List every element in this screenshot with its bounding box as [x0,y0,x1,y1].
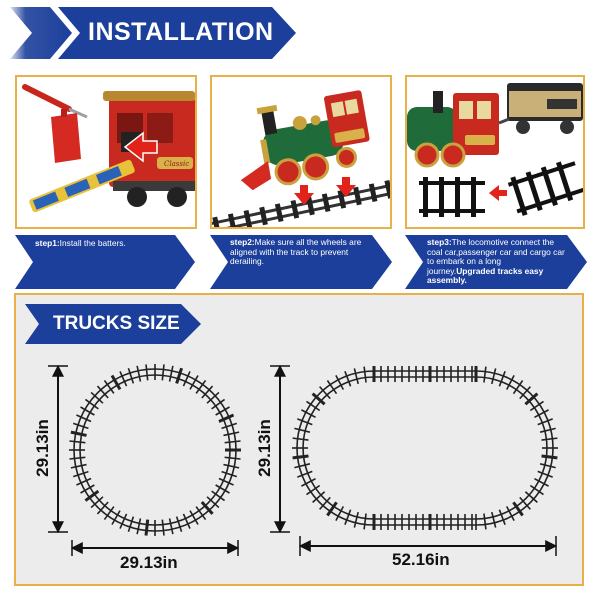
step2-text: step2:Make sure all the wheels are align… [230,237,376,267]
step2-photo [210,75,392,229]
trucks-size-banner: TRUCKS SIZE [25,304,201,344]
step3-body: The locomotive connect the coal car,pass… [427,237,565,276]
step1-text: step1:Install the batters. [35,238,175,249]
step2-label: step2:Make sure all the wheels are align… [210,235,392,289]
step3-photo [405,75,585,229]
step1-body: Install the batters. [59,238,126,248]
step3-arrow-shape [405,235,587,289]
classic-badge: Classic [164,160,189,168]
battery-install-illustration: Classic [17,77,195,227]
circle-height-label: 29.13in [33,419,52,477]
trucks-size-arrow-shape [25,304,201,344]
step2-body: Make sure all the wheels are aligned wit… [230,237,362,267]
oval-height-label: 29.13in [255,419,274,477]
oval-width-label: 52.16in [392,550,450,569]
coupling-cars-illustration [407,77,583,227]
step1-label: step1:Install the batters. [15,235,195,289]
step1-prefix: step1: [35,238,60,248]
step3-bold-body: Upgraded tracks easy assembly. [427,265,544,286]
banner-arrow-shape [10,7,296,59]
step2-prefix: step2: [230,237,255,247]
trucks-size-title: TRUCKS SIZE [53,313,180,334]
step1-arrow-shape [15,235,195,289]
step1-photo: Classic [15,75,197,229]
step3-text: step3:The locomotive connect the coal ca… [427,237,569,286]
step2-arrow-shape [210,235,392,289]
circle-width-label: 29.13in [120,553,178,572]
installation-banner: INSTALLATION [10,5,300,61]
installation-title: INSTALLATION [88,18,274,46]
step3-label: step3:The locomotive connect the coal ca… [405,235,587,289]
locomotive-on-track-illustration [212,77,390,227]
step3-prefix: step3: [427,237,452,247]
